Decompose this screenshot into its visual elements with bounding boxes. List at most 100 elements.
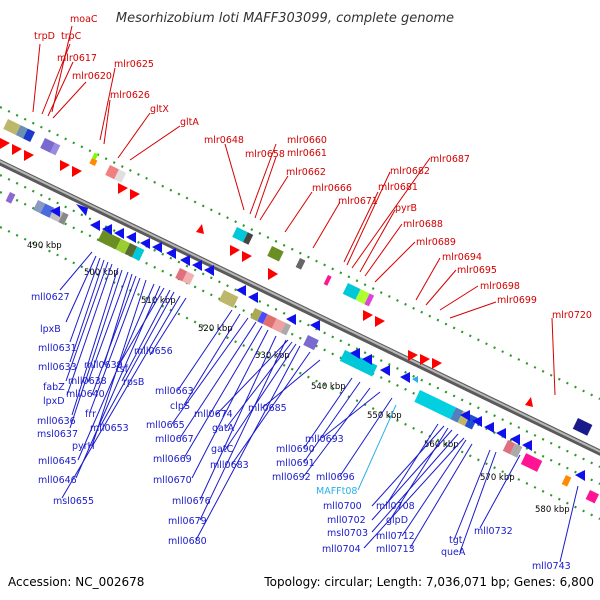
gene-block (40, 138, 61, 156)
gene-label: rpsB (123, 377, 144, 388)
bottom-labels: mll0627 lpxB mll0631 mll0633 fabZ lpxD m… (31, 292, 571, 572)
gene-block (585, 490, 600, 504)
gene-label: mlr0694 (442, 252, 482, 263)
gene-block (33, 200, 69, 225)
gene-label: mll0713 (376, 544, 415, 555)
kbp-tick: 500 kbp (84, 268, 119, 278)
gene-label: trpD (34, 31, 55, 42)
gene-label: gltA (180, 117, 199, 128)
forward-arrows (0, 138, 533, 407)
gene-label: mll0667 (155, 434, 194, 445)
gene-block (339, 350, 378, 377)
gene-label: clpS (170, 401, 190, 412)
gene-label: glpD (386, 515, 408, 526)
gene-block (89, 152, 99, 167)
reverse-strand-features (5, 192, 600, 504)
gene-block (303, 335, 319, 351)
gene-label: mll0702 (327, 515, 366, 526)
gene-block (502, 440, 543, 472)
gene-label: mlr0617 (57, 53, 97, 64)
gene-label: mll0691 (276, 458, 315, 469)
rna-leader-line (357, 404, 397, 491)
kbp-tick: 560 kbp (424, 440, 459, 450)
gene-label: mll0633 (38, 362, 77, 373)
gene-label: msl0637 (37, 429, 78, 440)
kbp-tick: 540 kbp (311, 382, 346, 392)
gene-label: tsf (116, 364, 129, 375)
gene-label: msl0703 (327, 528, 368, 539)
gene-label: msl0655 (53, 496, 94, 507)
gene-block (3, 119, 36, 142)
gene-label: mll0683 (210, 460, 249, 471)
kbp-tick: 580 kbp (535, 505, 570, 515)
gene-label: mll0680 (168, 536, 207, 547)
gene-label: mlr0698 (480, 281, 520, 292)
gene-label: mlr0660 (287, 135, 327, 146)
gene-label: fabZ (43, 382, 65, 393)
gene-label: mll0670 (153, 475, 192, 486)
gene-label: mll0674 (194, 409, 233, 420)
gene-label: mlr0682 (390, 166, 430, 177)
gene-label: mlr0626 (110, 90, 150, 101)
gene-label: mlr0661 (287, 148, 327, 159)
gene-block (323, 275, 332, 286)
genome-backbone (0, 159, 600, 456)
gene-label: gatC (211, 444, 234, 455)
forward-strand-features (3, 119, 593, 436)
gene-label: MAFFt08 (316, 486, 357, 497)
gene-label: mll0679 (168, 516, 207, 527)
gene-label: mll0636 (37, 416, 76, 427)
gene-block (561, 475, 572, 487)
gene-label: mlr0687 (430, 154, 470, 165)
gene-label: lpxB (40, 324, 61, 335)
gene-label: lpxD (43, 396, 65, 407)
gene-label: mll0692 (272, 472, 311, 483)
gene-label: mll0640 (66, 389, 105, 400)
gene-label: mll0645 (38, 456, 77, 467)
track-guides (0, 106, 600, 520)
gene-block (232, 227, 254, 245)
gene-label: queA (441, 547, 466, 558)
gene-label: mlr0681 (378, 182, 418, 193)
gene-label: tgt (449, 535, 463, 546)
gene-label: mlr0699 (497, 295, 537, 306)
gene-block (175, 268, 195, 285)
gene-block (250, 308, 292, 336)
gene-label: mlr0720 (552, 310, 592, 321)
accession-text: Accession: NC_002678 (8, 575, 144, 589)
kbp-tick: 510 kbp (141, 296, 176, 306)
gene-label: pyrH (72, 441, 95, 452)
gene-label: mlr0695 (457, 265, 497, 276)
gene-label: mll0663 (155, 386, 194, 397)
gene-label: mlr0688 (403, 219, 443, 230)
gene-block (267, 246, 284, 262)
gene-label: mll0656 (134, 346, 173, 357)
gene-label: mll0676 (172, 496, 211, 507)
gene-label: mll0704 (322, 544, 361, 555)
gene-label: mll0700 (323, 501, 362, 512)
gene-label: gatA (212, 423, 235, 434)
gene-label: mlr0666 (312, 183, 352, 194)
gene-label: mll0696 (316, 472, 355, 483)
gene-label: mll0693 (305, 434, 344, 445)
gene-label: mlr0671 (338, 196, 378, 207)
gene-block (5, 192, 16, 204)
gene-label: mll0639 (84, 360, 123, 371)
gene-block (342, 283, 375, 307)
kbp-tick: 520 kbp (198, 324, 233, 334)
gene-label: mlr0620 (72, 71, 112, 82)
gene-label: mll0712 (376, 531, 415, 542)
gene-label: mll0708 (376, 501, 415, 512)
gene-label: mlr0648 (204, 135, 244, 146)
reverse-arrows (50, 204, 585, 481)
kbp-tick: 570 kbp (480, 473, 515, 483)
gene-label: pyrB (395, 203, 417, 214)
gene-label: mll0665 (146, 420, 185, 431)
kbp-tick: 490 kbp (27, 241, 62, 251)
map-title: Mesorhizobium loti MAFF303099, complete … (116, 11, 454, 26)
gene-label: gltX (150, 104, 169, 115)
gene-label: mll0627 (31, 292, 70, 303)
summary-text: Topology: circular; Length: 7,036,071 bp… (263, 575, 594, 589)
gene-label: mlr0658 (245, 149, 285, 160)
rna-feature (412, 376, 418, 383)
